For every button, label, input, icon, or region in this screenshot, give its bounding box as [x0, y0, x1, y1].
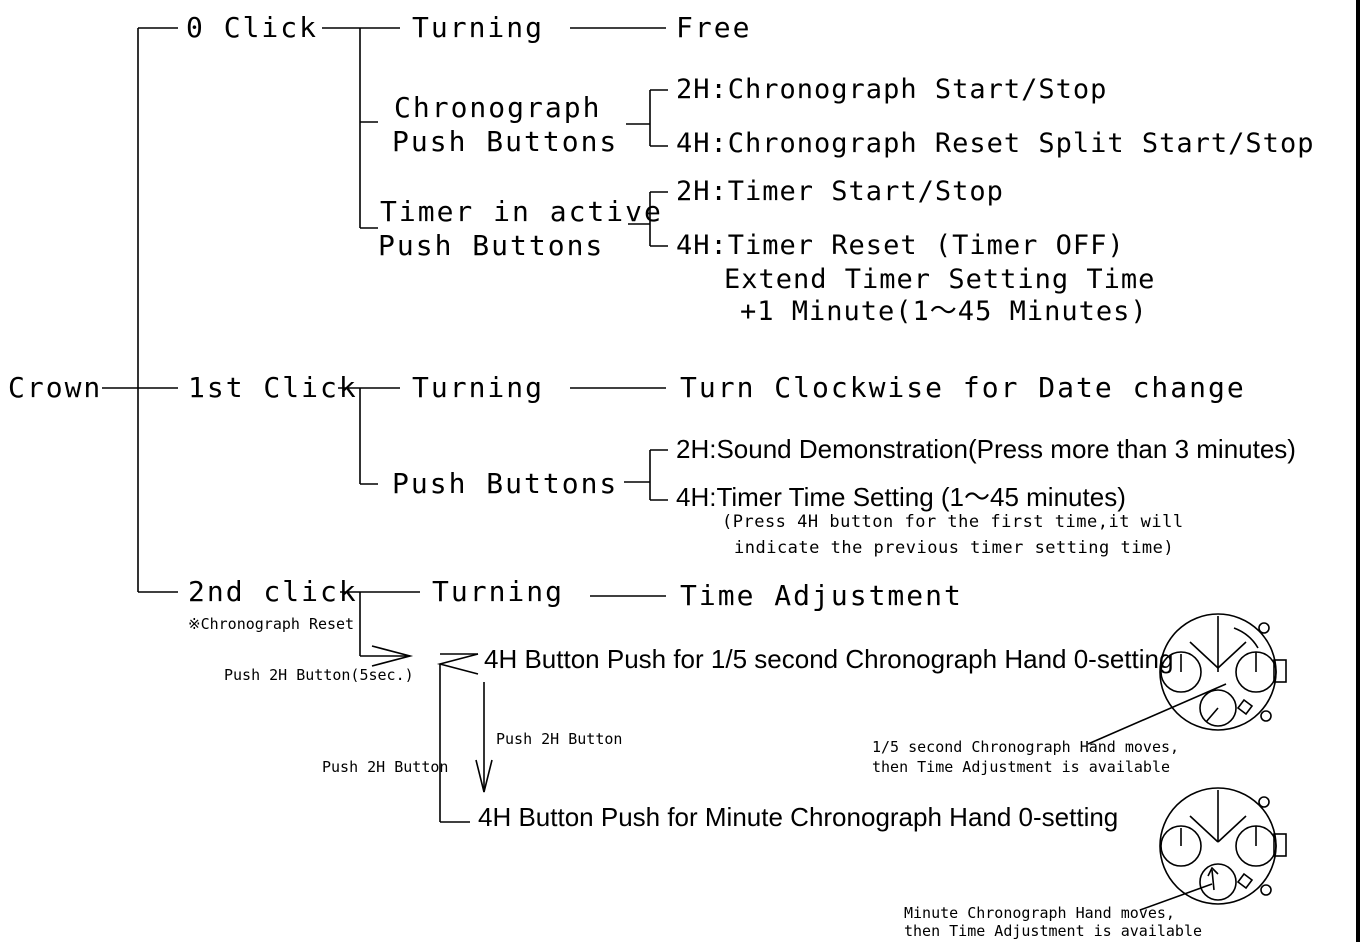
- push-2h-5sec-label: Push 2H Button(5sec.): [224, 666, 414, 684]
- click2-note: ※Chronograph Reset: [188, 615, 355, 633]
- click1-push-item-2h: 2H:Sound Demonstration(Press more than 3…: [676, 434, 1296, 464]
- click0-timer-label-2: Push Buttons: [378, 229, 605, 262]
- click0-turning-result: Free: [676, 11, 752, 44]
- click2-label: 2nd click: [188, 575, 358, 608]
- click0-chrono-item-4h: 4H:Chronograph Reset Split Start/Stop: [676, 128, 1315, 159]
- click1-turning-result: Turn Clockwise for Date change: [680, 371, 1246, 404]
- click0-timer-extend-2: +1 Minute(1～45 Minutes): [740, 296, 1148, 327]
- click2-turning-result: Time Adjustment: [680, 579, 963, 612]
- watch-dial-icon-1: [1087, 613, 1287, 745]
- click0-chrono-item-2h: 2H:Chronograph Start/Stop: [676, 74, 1108, 105]
- watch2-callout-1: Minute Chronograph Hand moves,: [904, 904, 1175, 922]
- click1-push-item-4h: 4H:Timer Time Setting (1～45 minutes): [676, 482, 1126, 512]
- click0-chrono-label-1: Chronograph: [394, 91, 602, 124]
- watch1-callout-1: 1/5 second Chronograph Hand moves,: [872, 738, 1180, 756]
- click2-turning-label: Turning: [432, 575, 565, 608]
- crown-label: Crown: [8, 371, 103, 404]
- push-2h-down-label: Push 2H Button: [496, 730, 623, 748]
- watch1-callout-2: then Time Adjustment is available: [872, 758, 1171, 776]
- click1-turning-label: Turning: [412, 371, 545, 404]
- click0-timer-item-4h: 4H:Timer Reset (Timer OFF): [676, 230, 1125, 261]
- click1-push-note-2: indicate the previous timer setting time…: [734, 538, 1175, 558]
- click0-label: 0 Click: [186, 11, 319, 44]
- click1-push-note-1: (Press 4H button for the first time,it w…: [722, 512, 1184, 532]
- watch-dial-icon-2: [1139, 787, 1287, 911]
- step2-4h-push: 4H Button Push for Minute Chronograph Ha…: [478, 802, 1119, 832]
- click0-chrono-label-2: Push Buttons: [392, 125, 619, 158]
- click0-timer-label-1: Timer in active: [380, 195, 663, 228]
- watch2-callout-2: then Time Adjustment is available: [904, 922, 1203, 940]
- step1-4h-push: 4H Button Push for 1/5 second Chronograp…: [484, 644, 1174, 674]
- click0-timer-item-2h: 2H:Timer Start/Stop: [676, 176, 1004, 207]
- click0-timer-extend-1: Extend Timer Setting Time: [724, 264, 1156, 295]
- push-2h-back-label: Push 2H Button: [322, 758, 449, 776]
- page-border: [1356, 0, 1360, 942]
- click1-label: 1st Click: [188, 371, 358, 404]
- click1-push-label: Push Buttons: [392, 467, 619, 500]
- click0-turning-label: Turning: [412, 11, 545, 44]
